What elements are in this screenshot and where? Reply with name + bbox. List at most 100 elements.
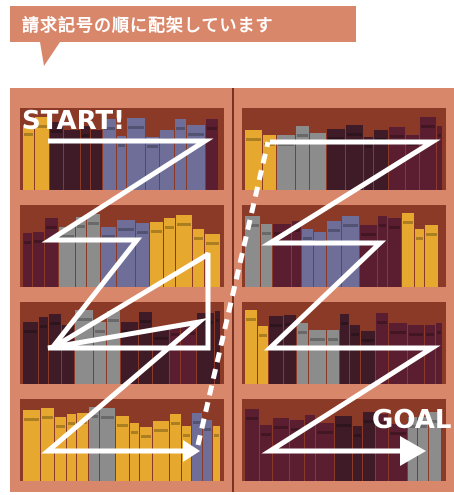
book-spine	[378, 216, 387, 287]
book-spine-band	[259, 334, 267, 337]
book-spine-band	[379, 224, 386, 227]
book-spine-band	[34, 240, 43, 243]
book-spine-band	[438, 134, 441, 137]
book-spine	[91, 130, 102, 190]
book-spine	[215, 311, 220, 384]
book-spine	[245, 409, 259, 481]
book-spine-band	[291, 428, 303, 431]
callout-bubble	[10, 6, 356, 66]
book-spine	[39, 317, 48, 384]
book-spine	[402, 213, 414, 287]
book-spine-band	[361, 233, 376, 236]
book-spine-band	[128, 126, 144, 129]
reading-path	[41, 138, 441, 466]
book-spine-band	[95, 330, 105, 333]
book-spine-band	[42, 416, 53, 419]
book-spine-band	[328, 137, 344, 140]
book-spine-band	[416, 237, 423, 240]
book-spine-band	[51, 130, 62, 133]
book-spine-band	[377, 422, 387, 425]
book-spine-band	[365, 145, 372, 148]
book-spine-band	[261, 433, 271, 436]
book-spine	[67, 414, 76, 481]
book-spine	[213, 426, 220, 481]
book-spine	[327, 330, 339, 384]
book-spine-band	[262, 232, 271, 235]
book-spine-band	[328, 338, 338, 341]
book-spine-band	[171, 333, 179, 336]
book-spine-band	[206, 242, 219, 245]
book-spine-band	[419, 425, 427, 428]
book-spine-band	[56, 425, 65, 428]
book-spine-band	[285, 323, 295, 326]
book-spine-band	[390, 135, 404, 138]
book-spine	[376, 414, 388, 481]
book-spine-band	[421, 125, 435, 128]
book-spine-band	[177, 223, 191, 226]
book-spine-band	[193, 421, 201, 424]
book-spine	[245, 310, 257, 384]
book-spine-band	[246, 318, 256, 321]
book-spine	[33, 232, 44, 287]
book-spine	[310, 133, 326, 190]
book-spine	[418, 417, 428, 481]
start-label: START!	[22, 106, 125, 136]
book-spine	[121, 322, 138, 384]
book-spine-band	[101, 416, 114, 419]
book-spine	[23, 322, 38, 384]
book-spine	[77, 413, 88, 481]
left-zigzag-path	[41, 138, 214, 454]
book-spine	[309, 330, 326, 384]
book-spine-band	[117, 424, 128, 427]
book-spine	[160, 130, 174, 190]
book-spine-band	[141, 435, 151, 438]
book-spine-band	[147, 145, 158, 148]
book-spine-band	[426, 233, 437, 236]
book-spine-band	[216, 319, 219, 322]
callout-text: 請求記号の順に配架しています	[22, 15, 274, 36]
book-spine-band	[298, 331, 307, 334]
book-spine-band	[343, 224, 358, 227]
book-spine-band	[293, 229, 300, 232]
book-spine-band	[328, 229, 340, 232]
book-spine-band	[297, 134, 308, 137]
right-arrowhead	[400, 436, 426, 466]
book-spine-band	[336, 424, 351, 427]
book-spine-band	[317, 431, 333, 434]
book-spine	[350, 325, 360, 384]
book-spine-band	[194, 237, 203, 240]
book-spine	[245, 216, 260, 287]
book-spine-band	[77, 225, 85, 228]
book-spine-band	[46, 226, 57, 229]
book-spine	[206, 119, 218, 190]
book-spine-band	[377, 321, 387, 324]
book-spine-band	[50, 322, 60, 325]
book-spine	[327, 221, 341, 287]
book-spine	[425, 225, 438, 287]
book-spine-band	[24, 133, 33, 136]
book-spine	[261, 224, 272, 287]
book-spine	[103, 119, 116, 190]
book-spine	[314, 232, 326, 287]
book-spine-band	[108, 319, 119, 322]
book-spine	[140, 427, 152, 481]
book-spine	[364, 137, 373, 190]
book-spine-band	[82, 134, 89, 137]
book-spine-band	[88, 222, 99, 225]
book-spine-band	[246, 138, 261, 141]
book-spine-band	[24, 330, 37, 333]
book-spine	[388, 218, 401, 287]
book-spine-band	[364, 420, 374, 423]
book-spine-band	[68, 422, 75, 425]
book-spine	[164, 218, 175, 287]
book-spine	[127, 118, 145, 190]
book-spine	[100, 408, 115, 481]
book-spine-band	[426, 333, 434, 336]
book-spine	[263, 135, 276, 190]
book-spine-band	[63, 333, 73, 336]
book-spine	[203, 420, 212, 481]
book-spine	[35, 117, 49, 190]
book-spine	[277, 135, 295, 190]
book-spine	[436, 323, 442, 384]
book-spine-band	[409, 425, 416, 428]
